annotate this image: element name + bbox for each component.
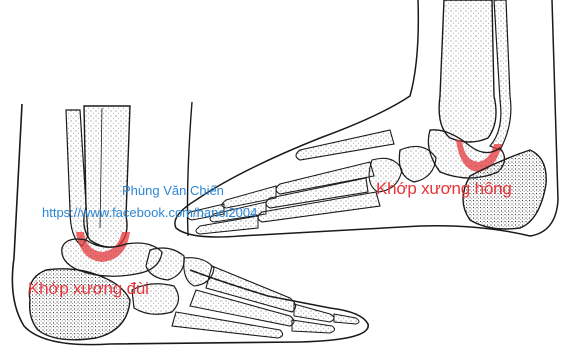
- left-joint-label: Khớp xương đùi: [28, 280, 149, 297]
- right-navicular-bone: [399, 146, 436, 182]
- watermark-facebook-url: https://www.facebook.com/hanoi2004: [42, 206, 257, 219]
- left-phalanx-bone-3: [334, 314, 359, 324]
- left-tibia-bone: [84, 106, 130, 247]
- right-foot: [175, 0, 558, 237]
- right-metatarsal-bone-4: [296, 130, 394, 160]
- left-phalanx-bone-1: [294, 304, 334, 322]
- left-foot: [12, 102, 368, 345]
- left-navicular-bone: [146, 248, 184, 280]
- right-tibia-bone: [439, 0, 496, 142]
- watermark-author-name: Phùng Văn Chiến: [122, 184, 224, 197]
- right-joint-label: Khớp xương hông: [376, 180, 512, 197]
